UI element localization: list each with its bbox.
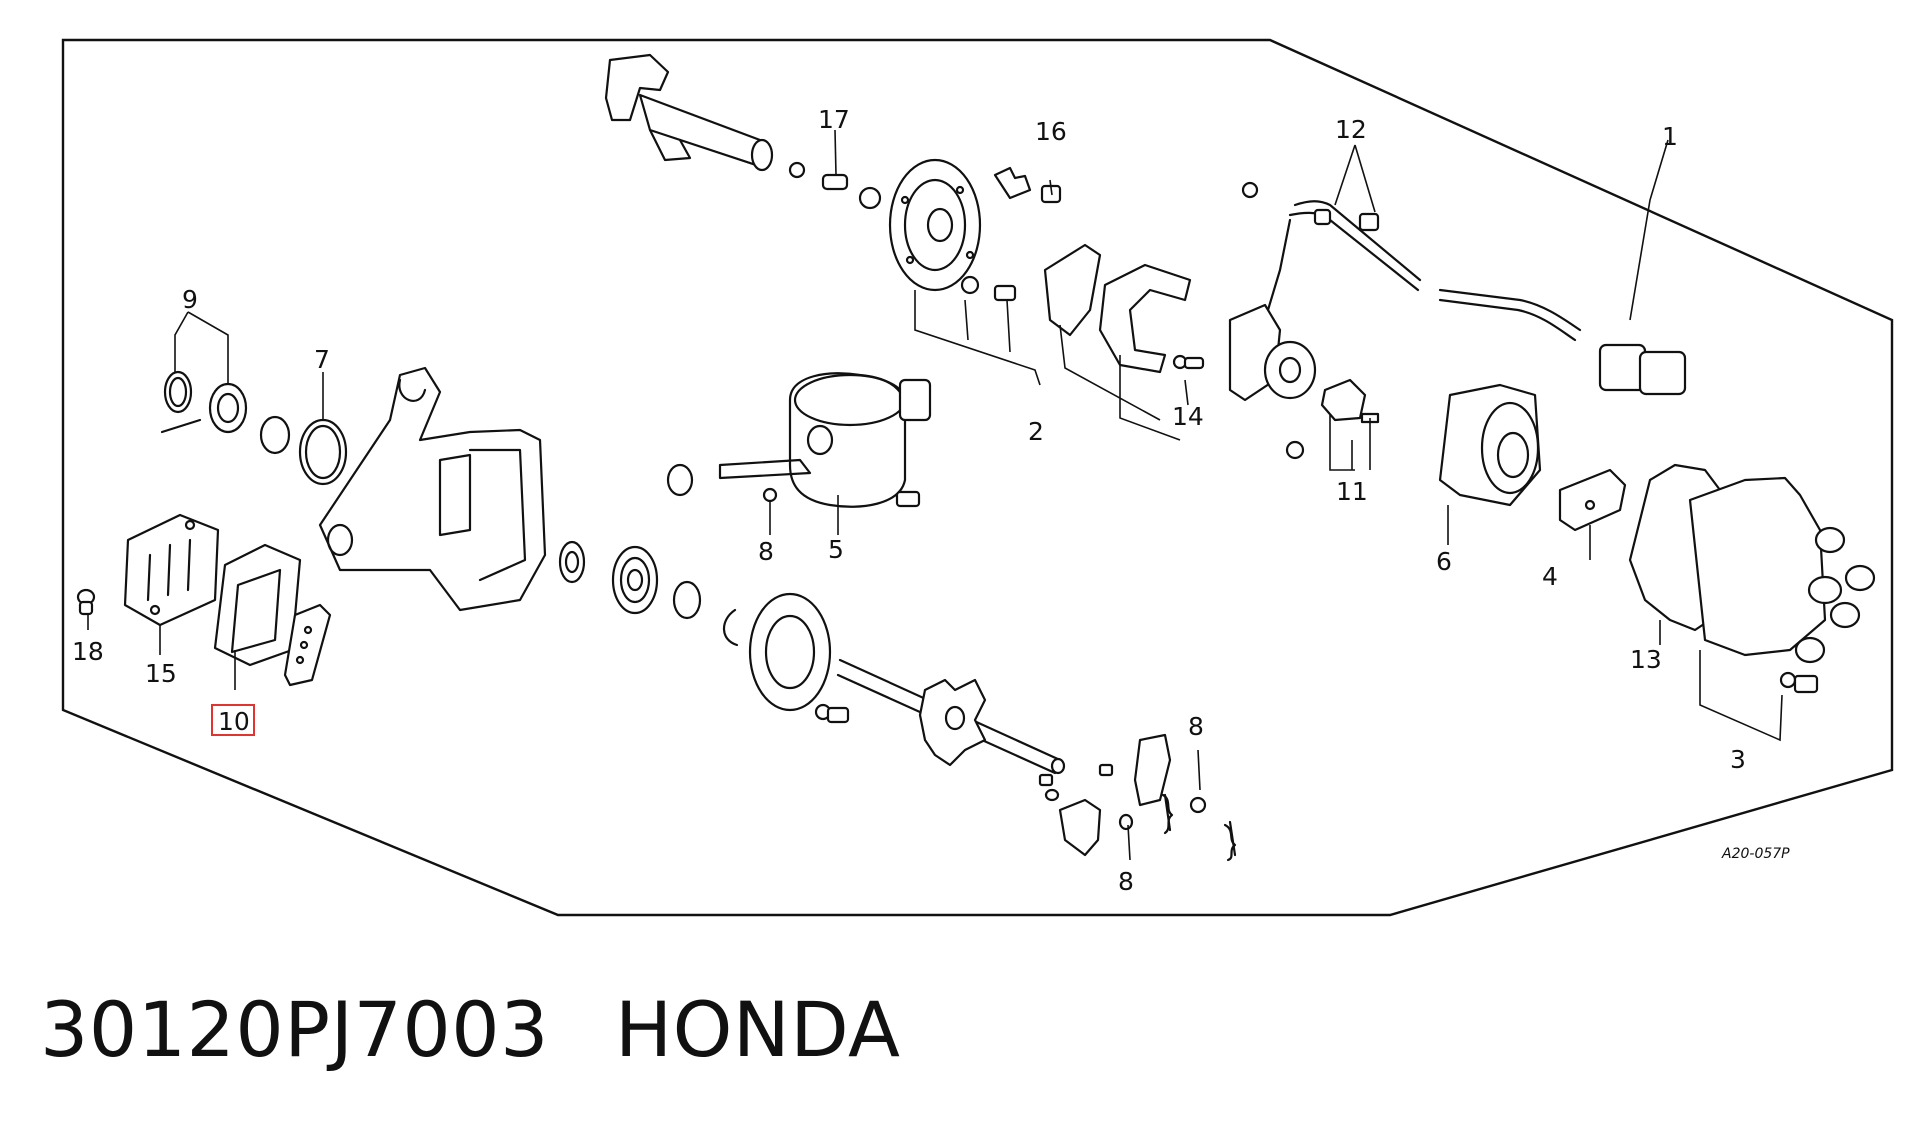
callout-15: 15: [145, 659, 177, 688]
part-4-rotor: [1558, 468, 1627, 532]
bearing-set: [558, 540, 739, 647]
screw-14: [1172, 354, 1205, 370]
part-number: 30120PJ7003: [40, 985, 549, 1074]
callout-9: 9: [182, 285, 198, 314]
part-7-o-ring: [259, 415, 348, 486]
breaker-plate: [888, 158, 1062, 302]
part-15-igniter-unit: [123, 513, 220, 627]
leader-lines: [87, 129, 1783, 861]
main-shaft: [836, 658, 1066, 775]
drawing-code: A20-057P: [1721, 846, 1790, 862]
callout-10-highlight-box: [211, 704, 255, 736]
part-5-igniter: [666, 372, 932, 508]
part-10-connector: [283, 603, 332, 687]
part-9-seals: [160, 370, 248, 434]
governor-weights: [1038, 733, 1237, 862]
callout-18: 18: [72, 637, 104, 666]
lower-seal-plate: [748, 592, 850, 724]
part-10-igniter-module: [213, 543, 302, 667]
governor-shaft-assembly: [604, 53, 774, 172]
callout-4: 4: [1542, 562, 1558, 591]
part-11-clamp: [1285, 378, 1380, 460]
screw-18: [76, 588, 96, 616]
distributor-housing: [318, 366, 547, 612]
part-caption: 30120PJ7003 HONDA: [40, 985, 900, 1074]
callout-13: 13: [1630, 645, 1662, 674]
callout-2: 2: [1028, 417, 1044, 446]
diagram-frame: [61, 38, 1894, 917]
callout-14: 14: [1172, 402, 1204, 431]
callout-8-spring-upper: 8: [1188, 712, 1204, 741]
callout-3: 3: [1730, 745, 1746, 774]
callout-16: 16: [1035, 117, 1067, 146]
callout-5: 5: [828, 535, 844, 564]
callout-10: 10: [218, 707, 250, 736]
callout-17: 17: [818, 105, 850, 134]
callout-12: 12: [1335, 115, 1367, 144]
callout-1: 1: [1662, 122, 1678, 151]
bolt-17: [788, 161, 882, 210]
callout-11: 11: [1336, 477, 1368, 506]
brand-name: HONDA: [614, 985, 901, 1074]
callout-labels: 1 2 3 4 5 6 7 8 8 8 9 10 11 12 13 14 15 …: [72, 105, 1790, 896]
callout-8-igniter: 8: [758, 537, 774, 566]
callout-8-spring-lower: 8: [1118, 867, 1134, 896]
part-3-distributor-cap: [1688, 476, 1876, 694]
part-6-rotor-cover: [1438, 383, 1542, 507]
callout-6: 6: [1436, 547, 1452, 576]
wire-harness: [1228, 181, 1687, 402]
pickup-plates: [1043, 243, 1192, 374]
callout-7: 7: [314, 345, 330, 374]
